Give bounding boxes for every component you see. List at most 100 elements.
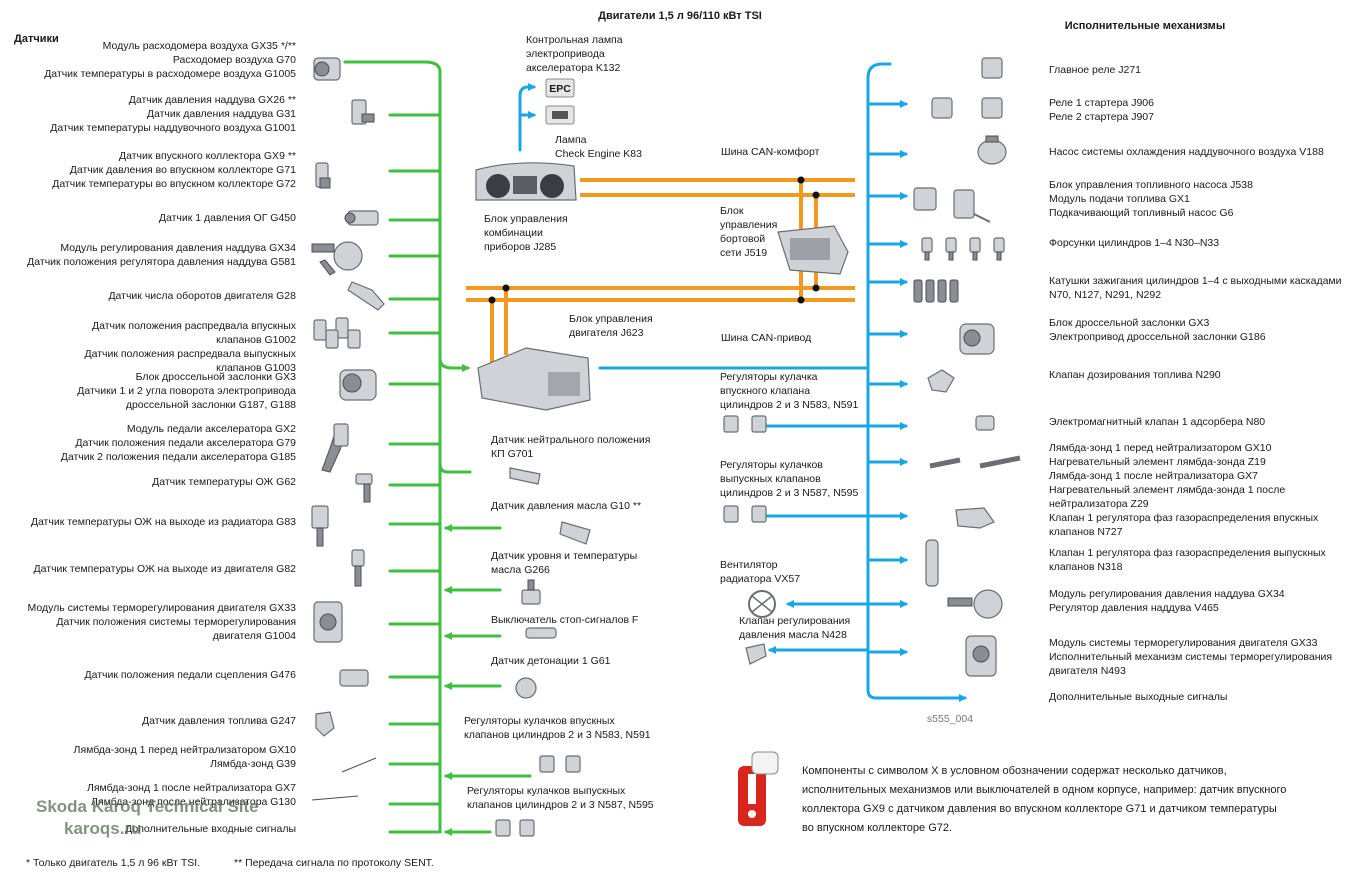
oil-level-label: масла G266 xyxy=(491,564,550,576)
charge-air-pump-icon xyxy=(977,135,1007,165)
center-sensor-arrows xyxy=(438,462,532,836)
sensor-label: Лямбда-зонд 1 перед нейтрализатором GX10 xyxy=(74,744,297,756)
sensor-label: Лямбда-зонд после нейтрализатора G130 xyxy=(91,796,296,808)
actuator-label: Лямбда-зонд 1 перед нейтрализатором GX10 xyxy=(1049,442,1272,454)
cam-out-actuator-label: цилиндров 2 и 3 N587, N595 xyxy=(720,487,858,499)
actuator-label: Дополнительные выходные сигналы xyxy=(1049,691,1227,703)
cluster-label: приборов J285 xyxy=(484,241,556,253)
cam-phase-out-valve-icon xyxy=(925,539,939,587)
boost-pressure-sensor-icon xyxy=(351,99,375,125)
brake-switch-label: Выключатель стоп-сигналов F xyxy=(491,614,638,626)
bcm-label: Блок xyxy=(720,205,744,217)
actuator-label: клапанов N727 xyxy=(1049,526,1123,538)
fuel-pump-icon xyxy=(913,187,991,223)
note-box: Компоненты с символом X в условном обозн… xyxy=(738,751,1286,834)
epc-lamp-label: акселератора K132 xyxy=(526,62,621,74)
sensor-label: Датчик давления наддува G31 xyxy=(147,108,296,120)
actuator-label: Регулятор давления наддува V465 xyxy=(1049,602,1219,614)
cam-in-actuator-label: Регуляторы кулачка xyxy=(720,371,818,383)
note-line: Компоненты с символом X в условном обозн… xyxy=(802,765,1227,777)
cam-in-sensor-label: клапанов цилиндров 2 и 3 N583, N591 xyxy=(464,729,651,741)
sensor-label: дроссельной заслонки G187, G188 xyxy=(126,399,296,411)
center-sensor-icons xyxy=(495,467,591,837)
accelerator-pedal-icon xyxy=(321,423,349,473)
coolant-temp-sensor-icon xyxy=(355,473,373,503)
thermo-actuator-icon xyxy=(965,635,997,677)
sensor-label: Модуль педали акселератора GX2 xyxy=(127,423,296,435)
epc-lamp-label: Контрольная лампа xyxy=(526,34,623,46)
actuator-label: Модуль регулирования давления наддува GX… xyxy=(1049,588,1285,600)
epc-lamp-label: электропривода xyxy=(526,48,605,60)
bcm-label: сети J519 xyxy=(720,247,767,259)
wastegate-module-icon xyxy=(311,241,363,276)
actuator-label: Реле 1 стартера J906 xyxy=(1049,97,1154,109)
sensor-label: клапанов G1003 xyxy=(216,362,296,374)
actuator-label: Реле 2 стартера J907 xyxy=(1049,111,1154,123)
sensor-label: Датчик впускного коллектора GX9 ** xyxy=(119,150,296,162)
sensor-label: Датчик температуры ОЖ на выходе из радиа… xyxy=(31,516,296,528)
sensor-label: Лямбда-зонд G39 xyxy=(210,758,296,770)
engine-outlet-temp-sensor-icon xyxy=(351,549,365,587)
watermark-title: Skoda Karoq Technical Site xyxy=(36,797,259,816)
actuator-label: Подкачивающий топливный насос G6 xyxy=(1049,207,1234,219)
actuator-label: Модуль системы терморегулирования двигат… xyxy=(1049,637,1318,649)
note-line: исполнительных механизмов или выключател… xyxy=(802,784,1286,796)
sensor-icons xyxy=(311,57,385,801)
lambda-probe-after-icon xyxy=(311,795,359,801)
cluster-label: комбинации xyxy=(484,227,543,239)
main-relay-icon xyxy=(981,57,1003,79)
cam-in-actuator-label: цилиндров 2 и 3 N583, N591 xyxy=(720,399,858,411)
starter-relays-icon xyxy=(931,97,1003,119)
sensor-label: Датчик температуры в расходомере воздуха… xyxy=(44,68,296,80)
sensor-label: Датчик 1 давления ОГ G450 xyxy=(159,212,296,224)
neutral-sensor-label: КП G701 xyxy=(491,448,533,460)
sensor-label: Датчик положения регулятора давления над… xyxy=(27,256,296,268)
sensor-label: Датчик положения распредвала выпускных xyxy=(84,348,296,360)
sensor-label: Датчик 2 положения педали акселератора G… xyxy=(61,451,296,463)
actuator-label: Блок дроссельной заслонки GX3 xyxy=(1049,317,1210,329)
sensor-label: Датчики 1 и 2 угла поворота электроприво… xyxy=(77,385,296,397)
instrument-cluster xyxy=(475,162,577,201)
exhaust-pressure-sensor-icon xyxy=(344,210,379,226)
oil-valve-label: давления масла N428 xyxy=(739,629,847,641)
lambda-probe-before-icon xyxy=(341,757,377,773)
engine-control-unit xyxy=(477,347,591,411)
sensor-label: Датчик температуры ОЖ G62 xyxy=(152,476,296,488)
actuator-label: Электромагнитный клапан 1 адсорбера N80 xyxy=(1049,416,1265,428)
epc-badge: EPC xyxy=(549,83,571,95)
actuator-label: Клапан 1 регулятора фаз газораспределени… xyxy=(1049,512,1319,524)
sensor-label: Лямбда-зонд 1 после нейтрализатора GX7 xyxy=(87,782,296,794)
sensor-label: Датчик давления во впускном коллекторе G… xyxy=(70,164,296,176)
engine-speed-sensor-icon xyxy=(347,281,385,311)
warning-hand-icon xyxy=(738,751,779,826)
actuators-heading: Исполнительные механизмы xyxy=(1065,20,1225,32)
wastegate-actuator-icon xyxy=(947,589,1003,619)
actuator-label: N70, N127, N291, N292 xyxy=(1049,289,1161,301)
sensor-label: Модуль системы терморегулирования двигат… xyxy=(28,602,297,614)
note-text: Компоненты с символом X в условном обозн… xyxy=(802,765,1286,834)
actuator-label: Катушки зажигания цилиндров 1–4 с выходн… xyxy=(1049,275,1342,287)
intake-manifold-sensor-icon xyxy=(315,162,331,189)
actuator-output-lines xyxy=(866,100,908,656)
actuator-label: Лямбда-зонд 1 после нейтрализатора GX7 xyxy=(1049,470,1258,482)
sensor-label: клапанов G1002 xyxy=(216,334,296,346)
epc-lamp: EPC xyxy=(518,78,575,152)
can-comfort-label: Шина CAN-комфорт xyxy=(721,146,820,158)
watermark: Skoda Karoq Technical Site karoqs.ru xyxy=(36,797,259,838)
cam-in-actuator-label: впускного клапана xyxy=(720,385,810,397)
actuator-label: нейтрализатора Z29 xyxy=(1049,498,1149,510)
bus-junctions xyxy=(488,176,820,304)
thermo-module-sensor-icon xyxy=(313,601,343,643)
clutch-pedal-sensor-icon xyxy=(339,669,369,687)
oil-level-label: Датчик уровня и температуры xyxy=(491,550,637,562)
ecu-label: Блок управления xyxy=(569,313,653,325)
camshaft-sensors-icon xyxy=(313,317,361,349)
air-mass-meter-icon xyxy=(313,57,341,81)
fan-label: радиатора VX57 xyxy=(720,573,800,585)
actuator-label: клапанов N318 xyxy=(1049,561,1123,573)
footnote-2: ** Передача сигнала по протоколу SENT. xyxy=(234,857,434,869)
oil-valve-label: Клапан регулирования xyxy=(739,615,850,627)
cam-phase-in-valve-icon xyxy=(955,507,995,529)
note-line: во впускном коллекторе G72. xyxy=(802,822,952,834)
cam-out-actuator-label: Регуляторы кулачков xyxy=(720,459,823,471)
